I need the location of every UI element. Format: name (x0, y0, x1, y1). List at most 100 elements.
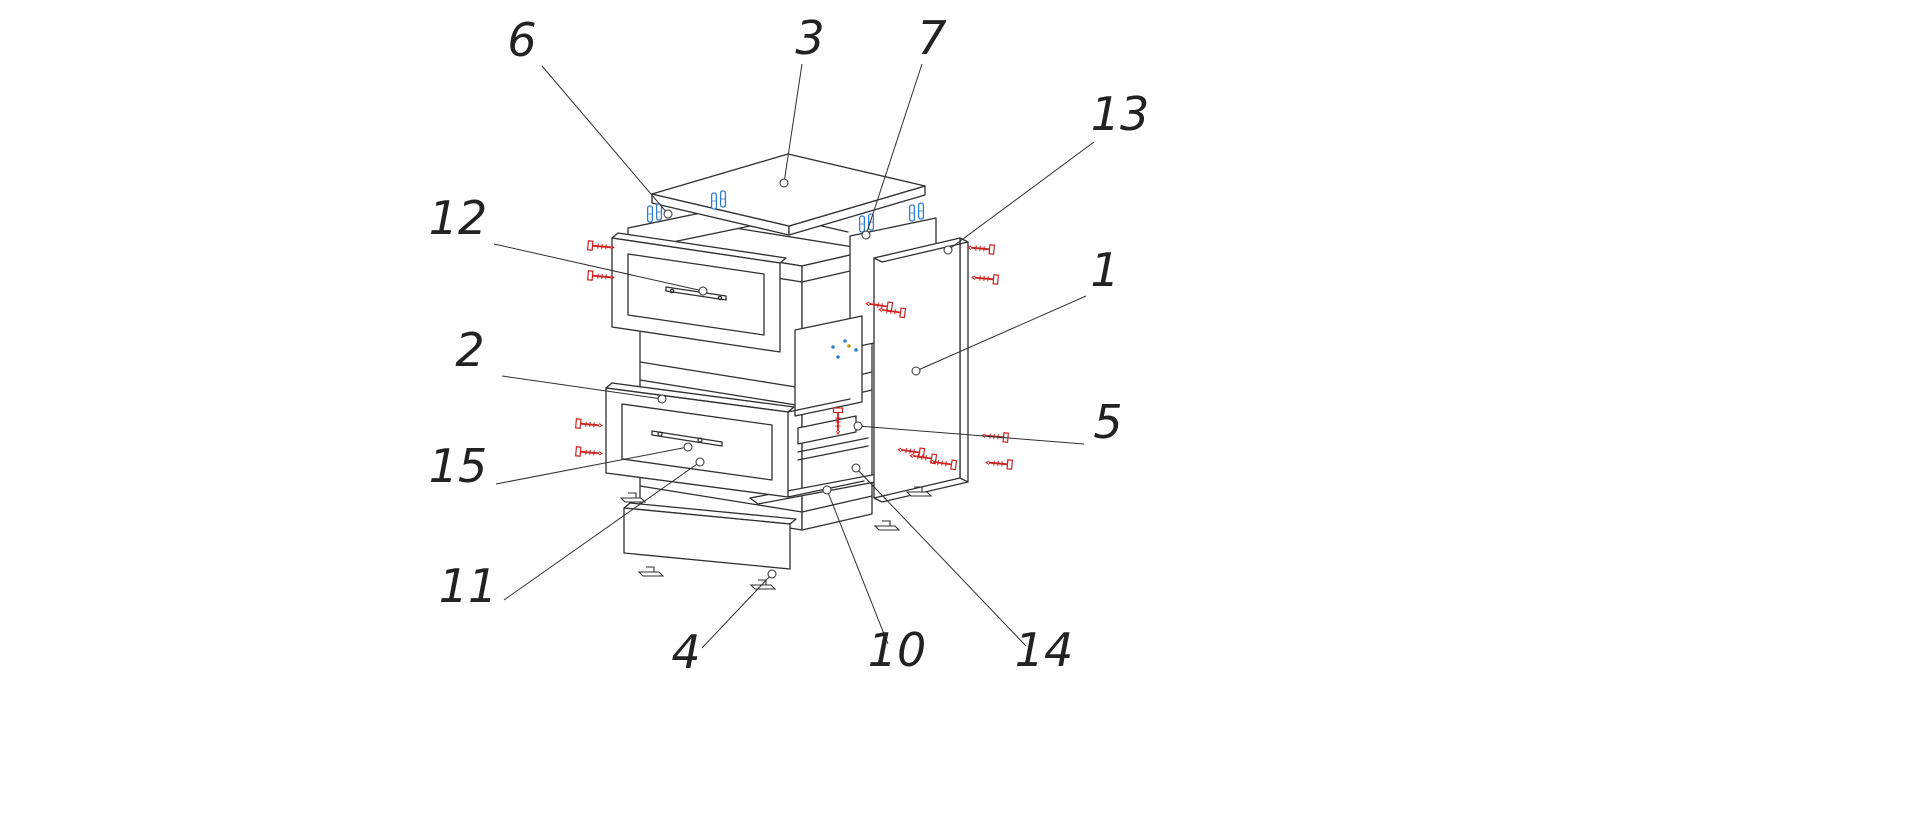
callout-6: 6 (507, 13, 673, 219)
leader-dot (663, 209, 673, 219)
screw-icon (929, 459, 958, 471)
fitting-dot (831, 345, 835, 349)
drawer-slide-rails (797, 437, 869, 461)
foot-icon (637, 566, 665, 577)
feet-layer (619, 486, 933, 590)
screw-icon (909, 453, 938, 465)
upper-drawer-inset (627, 253, 765, 336)
leader-line (857, 425, 1085, 445)
drawer-back-panel (794, 315, 863, 417)
leader-line (503, 461, 701, 601)
part-number-6: 6 (507, 13, 536, 67)
leader-line (501, 375, 663, 400)
part-number-3: 3 (795, 11, 824, 65)
leader-line (855, 467, 1027, 647)
leader-line (495, 446, 689, 485)
dowel-icon (908, 204, 916, 222)
leader-line (865, 63, 923, 236)
dowel-icon (917, 202, 925, 220)
part-number-2: 2 (455, 323, 484, 377)
callout-2: 2 (455, 323, 667, 404)
part-number-5: 5 (1093, 395, 1122, 449)
screw-icon (971, 274, 1000, 285)
right-side-panel-edge (959, 237, 969, 483)
fitting-dot (854, 348, 858, 352)
lower-drawer-inset (621, 403, 773, 481)
part-number-7: 7 (917, 11, 946, 65)
leader-dot (683, 442, 693, 452)
screw-icon (586, 270, 615, 281)
screw-icon (985, 459, 1014, 470)
callout-10: 10 (822, 485, 927, 677)
leader-line (493, 243, 704, 292)
drawer-slide-bracket (797, 415, 857, 445)
callout-15: 15 (429, 439, 693, 493)
leader-line (783, 63, 803, 184)
screw-icon (574, 418, 603, 429)
callout-5: 5 (853, 395, 1123, 449)
leader-dot (943, 245, 953, 255)
part-number-4: 4 (671, 625, 700, 679)
callout-7: 7 (861, 11, 947, 240)
dowel-icon (867, 213, 875, 231)
leader-dot (853, 421, 863, 431)
fitting-dot-accent (847, 344, 851, 348)
fitting-dot (843, 339, 847, 343)
callout-12: 12 (429, 191, 708, 296)
part-number-14: 14 (1015, 623, 1074, 677)
top-panel (651, 153, 926, 227)
part-number-1: 1 (1090, 243, 1119, 297)
leader-line (915, 295, 1087, 372)
plinth-front (623, 507, 791, 570)
right-side-panel-edges (873, 241, 969, 503)
screw-icon (574, 446, 603, 457)
callout-11: 11 (439, 457, 705, 613)
part-number-15: 15 (429, 439, 488, 493)
lower-handle-mount (697, 437, 703, 443)
part-number-13: 13 (1091, 87, 1150, 141)
leader-dot (779, 178, 789, 188)
leader-dot (822, 485, 832, 495)
screw-icon (967, 244, 996, 255)
screw-icon (832, 407, 844, 435)
leader-dot (911, 366, 921, 376)
leader-dot (767, 569, 777, 579)
callout-3: 3 (779, 11, 825, 188)
leader-line (947, 141, 1095, 251)
part-number-12: 12 (429, 191, 488, 245)
foot-icon (749, 579, 777, 590)
dowel-icon (710, 192, 718, 210)
leader-dot (695, 457, 705, 467)
fitting-dot (836, 355, 840, 359)
callout-14: 14 (851, 463, 1074, 677)
lower-handle-mount (657, 431, 663, 437)
leader-line (826, 489, 889, 645)
upper-handle-mount (717, 295, 723, 301)
callout-1: 1 (911, 243, 1120, 376)
callout-13: 13 (943, 87, 1150, 255)
screw-icon (586, 240, 615, 251)
part-number-10: 10 (868, 623, 927, 677)
foot-icon (619, 492, 647, 503)
furniture-linework (605, 153, 969, 570)
dowel-icon (858, 215, 866, 233)
leader-line (541, 65, 669, 215)
leader-dot (861, 230, 871, 240)
leader-dot (698, 286, 708, 296)
foot-icon (873, 520, 901, 531)
leader-line (701, 573, 773, 649)
part-number-11: 11 (439, 559, 498, 613)
callout-4: 4 (671, 569, 777, 679)
dowels-layer (646, 190, 925, 233)
fitting-dots-layer (831, 339, 858, 359)
screw-icon (878, 307, 907, 319)
upper-handle-mount (669, 288, 675, 294)
leader-dot (657, 394, 667, 404)
foot-icon (905, 486, 933, 497)
dowel-icon (719, 190, 727, 208)
lower-drawer-handle (651, 430, 723, 447)
upper-drawer-handle (665, 286, 727, 301)
